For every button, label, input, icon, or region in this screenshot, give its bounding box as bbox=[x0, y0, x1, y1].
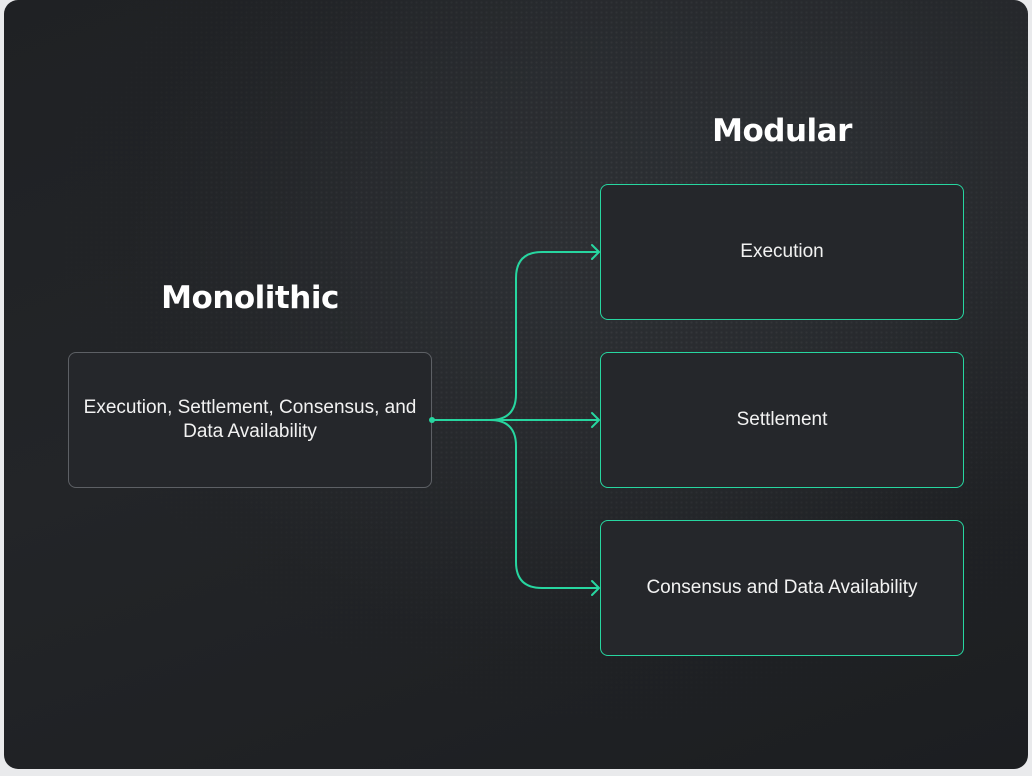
connector-branch-execution bbox=[489, 251, 599, 421]
connector-branch-consensus bbox=[489, 419, 599, 589]
connector-origin-dot bbox=[429, 417, 435, 423]
arrowhead-consensus bbox=[591, 580, 600, 596]
modular-layer-execution: Execution bbox=[600, 184, 964, 320]
monolithic-title: Monolithic bbox=[161, 280, 339, 316]
modular-layer-consensus-da: Consensus and Data Availability bbox=[600, 520, 964, 656]
arrowhead-settlement bbox=[591, 412, 600, 428]
modular-title: Modular bbox=[712, 113, 852, 149]
arrowhead-execution bbox=[591, 244, 600, 260]
modular-layer-settlement: Settlement bbox=[600, 352, 964, 488]
modular-layer-label: Settlement bbox=[736, 409, 828, 430]
monolithic-box-label: Execution, Settlement, Consensus, and Da… bbox=[83, 397, 417, 442]
modular-layer-label: Execution bbox=[740, 241, 824, 262]
modular-layer-label: Consensus and Data Availability bbox=[646, 577, 918, 598]
diagram-canvas: Monolithic Modular Execution, Settlement… bbox=[4, 0, 1028, 769]
branch-connector bbox=[429, 244, 600, 596]
